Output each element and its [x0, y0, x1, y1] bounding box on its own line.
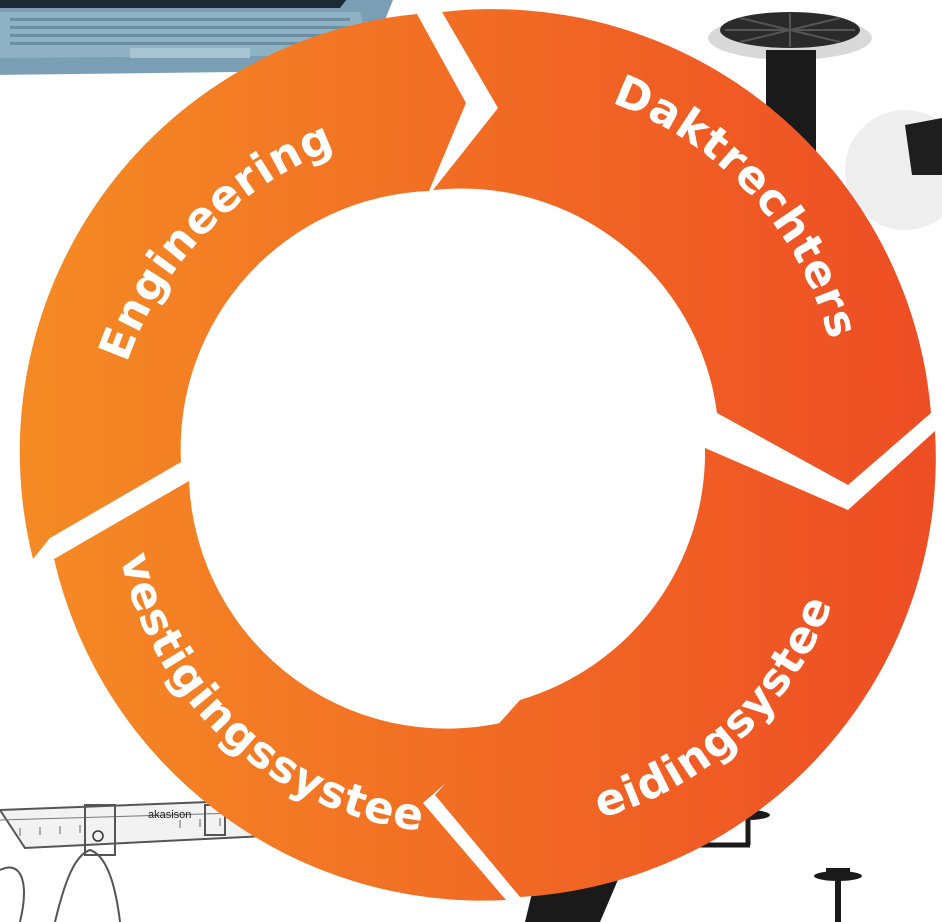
cycle-ring [19, 9, 936, 901]
segment-engineering-shape [19, 14, 467, 559]
segment-bevestigingssysteem-shape [54, 481, 520, 901]
mounting-rail-image: akasison [0, 798, 287, 922]
segment-daktrechters-shape [433, 9, 931, 485]
segment-leidingsysteem-shape [435, 431, 936, 897]
laptop-image [0, 0, 393, 75]
rail-brand-text: akasison [148, 809, 191, 821]
